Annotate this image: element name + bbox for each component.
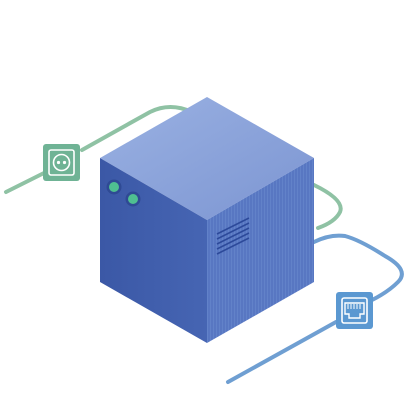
- status-led-icon: [109, 182, 119, 192]
- box-top-face: [100, 97, 314, 220]
- box-right-face: [207, 158, 314, 343]
- ethernet-port-icon: [336, 292, 373, 329]
- power-socket-icon: [43, 144, 80, 181]
- network-cable-icon: [226, 233, 404, 384]
- vent-grille-icon: [216, 217, 250, 255]
- server-box-icon: [100, 97, 314, 343]
- box-left-face: [100, 158, 207, 343]
- status-led-icon: [128, 194, 138, 204]
